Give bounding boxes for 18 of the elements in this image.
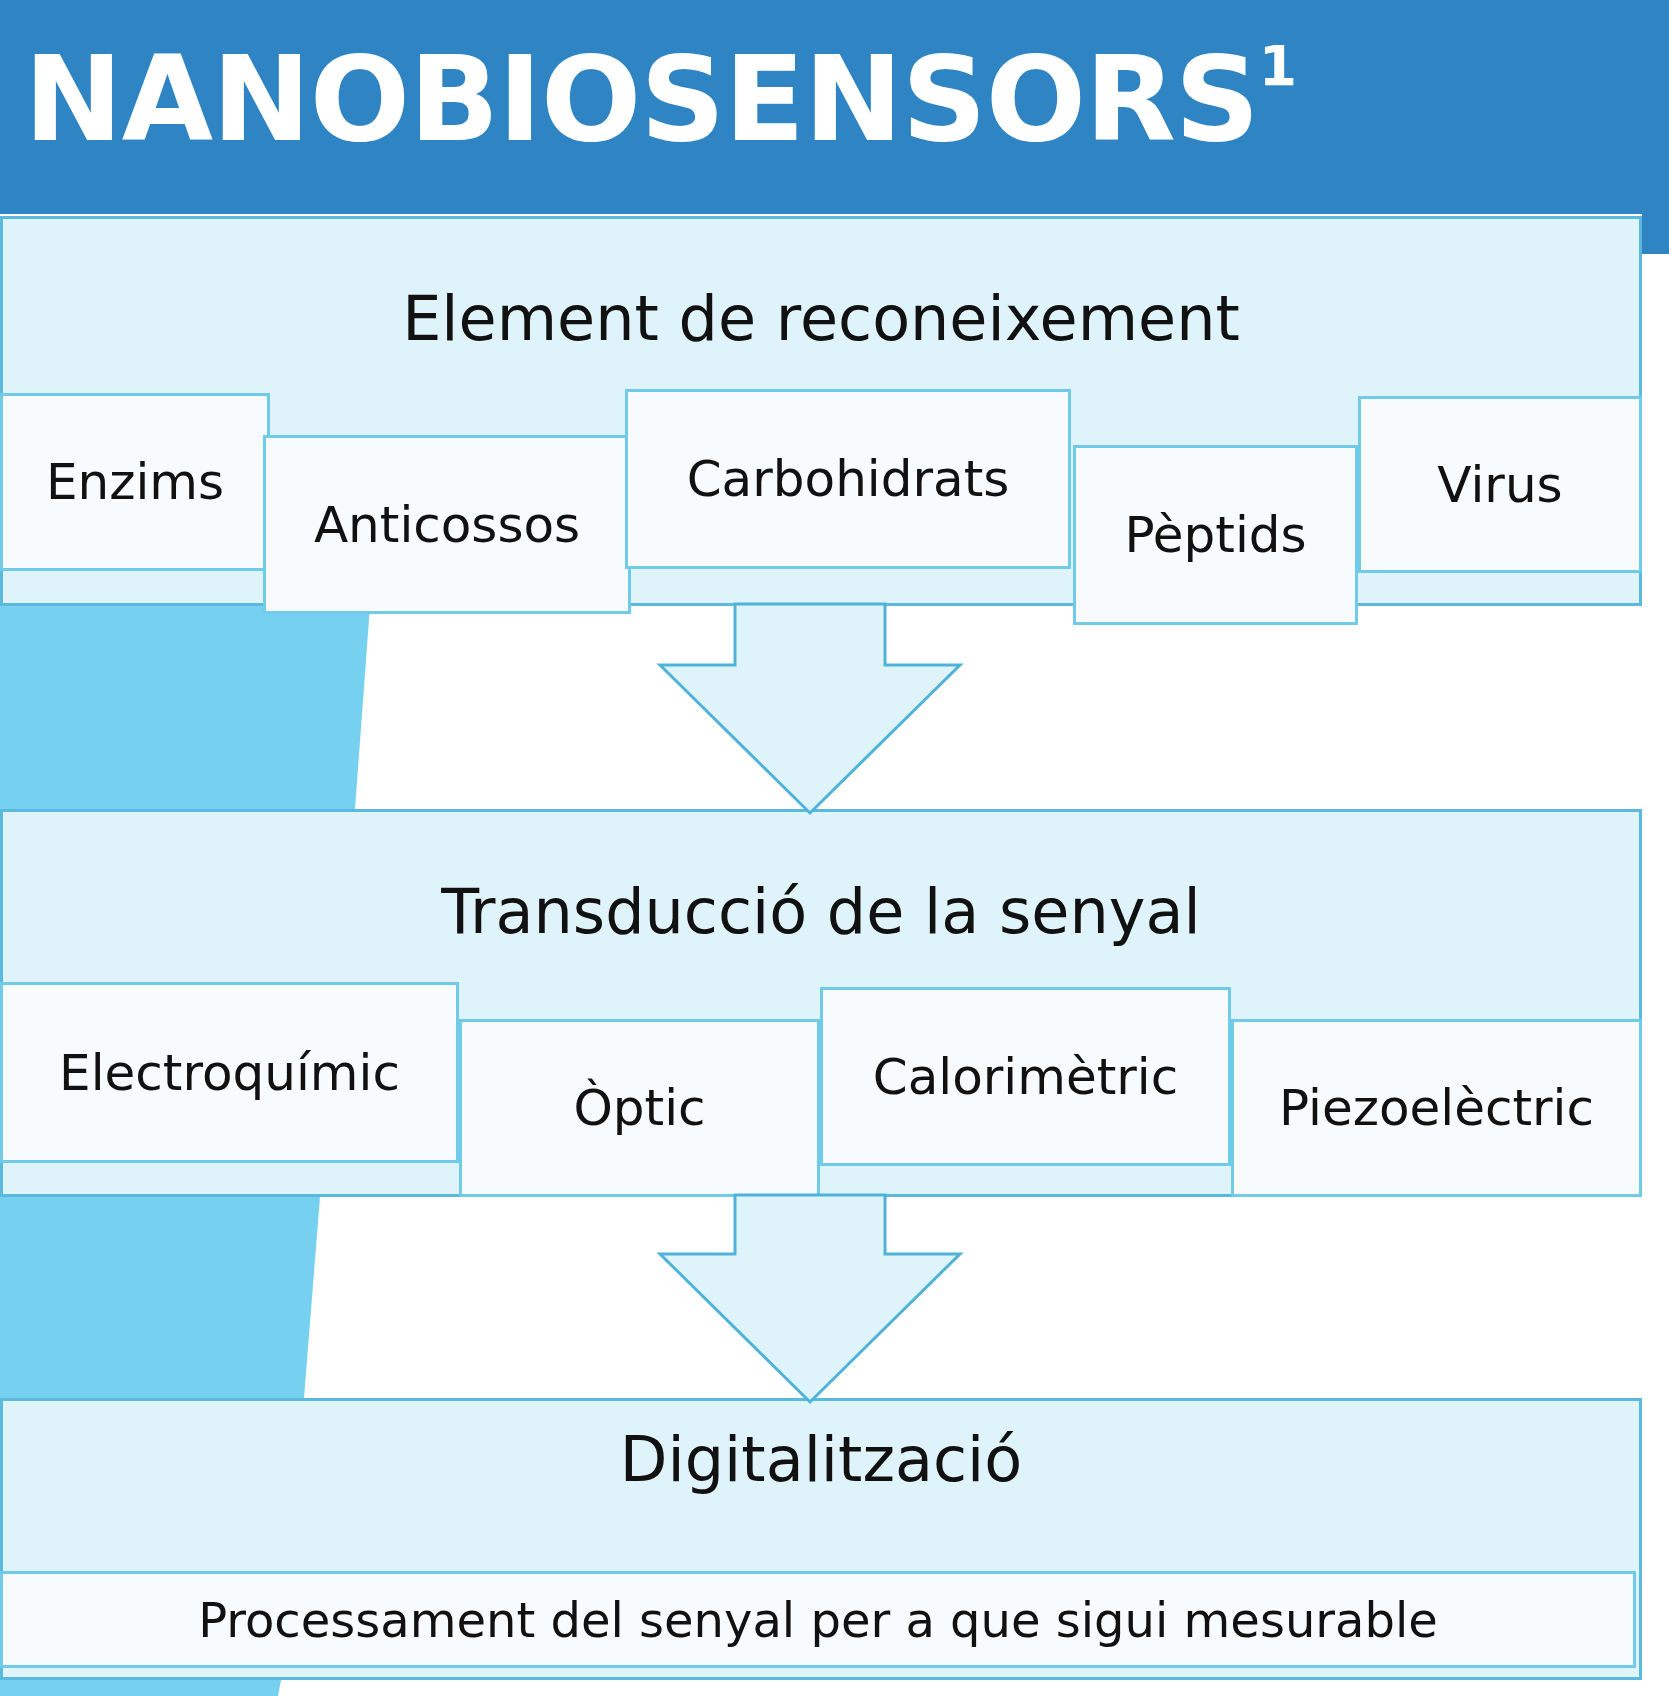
category-box: Electroquímic [0, 982, 459, 1163]
category-box: Calorimètric [820, 987, 1231, 1166]
block-arrow [656, 602, 964, 816]
category-box: Piezoelèctric [1231, 1019, 1642, 1197]
category-box: Pèptids [1073, 445, 1358, 625]
block-arrow [656, 1193, 964, 1405]
category-box: Virus [1358, 396, 1642, 573]
stage-panel [0, 809, 1642, 1197]
category-box: Òptic [459, 1019, 820, 1197]
stage-heading: Transducció de la senyal [440, 875, 1202, 948]
stage-heading: Element de reconeixement [401, 282, 1241, 355]
category-box: Enzims [0, 393, 270, 571]
stage-heading: Digitalització [618, 1423, 1024, 1496]
category-box: Processament del senyal per a que sigui mesurable [0, 1571, 1636, 1668]
category-box: Carbohidrats [625, 389, 1071, 569]
stage-panel [0, 1398, 1642, 1680]
title: NANOBIOSENSORS$^{1}$ [24, 30, 1297, 168]
category-box: Anticossos [263, 435, 631, 614]
